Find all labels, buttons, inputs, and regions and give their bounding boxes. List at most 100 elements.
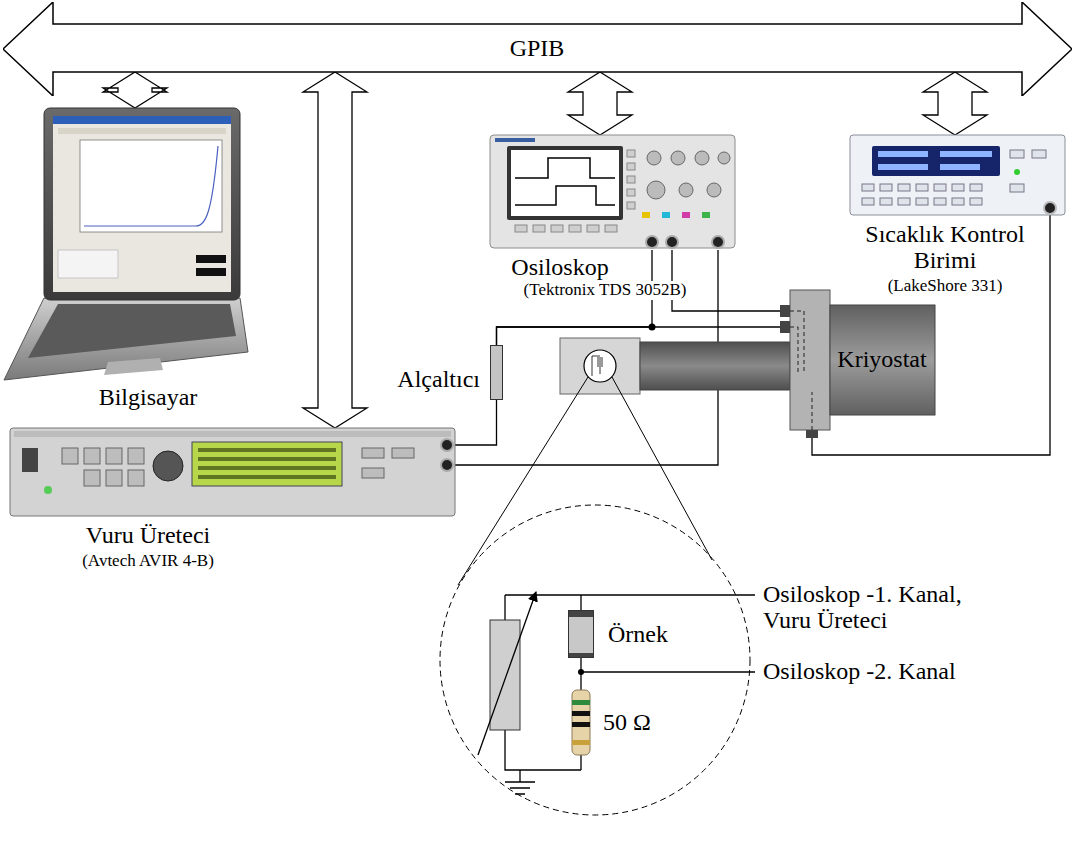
cryostat-illustration-part	[640, 342, 790, 390]
oscilloscope: Osiloskop(Tektronix TDS 3052B)	[490, 135, 735, 250]
measurement-circuit-part	[578, 669, 584, 675]
pulse-generator-illustration-part	[62, 448, 78, 464]
laptop-illustration-part	[53, 116, 231, 292]
cryostat-illustration-part	[812, 392, 813, 430]
temperature-controller-illustration-part	[952, 198, 964, 205]
oscilloscope-illustration	[490, 135, 735, 248]
pulse-generator-illustration-part	[362, 468, 384, 478]
temperature-controller-illustration-part	[940, 164, 980, 170]
temperature-controller-illustration-part	[970, 184, 982, 191]
oscilloscope-illustration-part	[551, 225, 563, 232]
oscilloscope-illustration-part	[587, 225, 599, 232]
cryostat-illustration-part	[592, 356, 600, 376]
oscilloscope-illustration-part	[511, 150, 619, 216]
laptop-illustration-part	[4, 298, 248, 380]
cryostat-illustration-part	[597, 357, 603, 367]
pulse-generator-illustration-part	[44, 486, 52, 494]
cryostat-illustration-part	[560, 338, 640, 394]
temperature-controller-illustration-part	[970, 198, 982, 205]
callout	[440, 377, 750, 815]
cryostat-illustration-part	[584, 350, 616, 382]
laptop-illustration-part	[196, 268, 226, 276]
cryostat-illustration-part	[790, 290, 830, 430]
oscilloscope-illustration-part	[712, 236, 724, 248]
model-label: (Avtech AVIR 4-B)	[79, 552, 217, 571]
cryostat-illustration-part	[830, 305, 935, 415]
oscilloscope-illustration-part	[695, 151, 709, 165]
signal-cable	[455, 400, 497, 445]
pulse-generator-illustration-part	[362, 448, 384, 458]
pulse-generator-illustration-part	[22, 448, 38, 472]
device-label: Alçaltıcı	[394, 366, 483, 392]
oscilloscope-illustration-part	[605, 225, 617, 232]
cryostat-illustration-part	[790, 327, 798, 374]
oscilloscope-illustration-part	[647, 151, 661, 165]
oscilloscope-illustration-part	[515, 225, 527, 232]
temperature-controller-illustration-part	[1010, 184, 1024, 192]
temperature-controller-illustration-part	[1014, 169, 1020, 175]
cryostat-illustration-part	[806, 430, 818, 438]
temperature-controller-illustration-part	[1032, 150, 1046, 158]
callout-part	[612, 377, 712, 560]
laptop-illustration-part	[196, 255, 226, 263]
cryostat-illustration-part	[780, 321, 790, 333]
cryostat-illustration	[560, 290, 935, 438]
callout-part	[440, 505, 750, 815]
pulse-generator-illustration-part	[198, 475, 336, 479]
pulse-generator-illustration-part	[14, 431, 451, 437]
temperature-controller-illustration-part	[898, 198, 910, 205]
temperature-controller-illustration-part	[878, 151, 928, 157]
oscilloscope-illustration-part	[495, 138, 535, 142]
oscilloscope-illustration-part	[569, 225, 581, 232]
model-label: (Tektronix TDS 3052B)	[521, 281, 690, 300]
temperature-controller-illustration-part	[850, 135, 1065, 215]
laptop-illustration	[4, 108, 248, 380]
oscilloscope-illustration-part	[642, 212, 650, 218]
oscilloscope-illustration-part	[682, 212, 690, 218]
computer: Bilgisayar	[5, 108, 245, 380]
oscilloscope-illustration-part	[627, 176, 635, 183]
pulse-generator-illustration	[10, 428, 455, 516]
pulse-generator-illustration-part	[128, 448, 144, 464]
laptop-illustration-part	[58, 128, 226, 134]
pulse-generator-illustration-part	[198, 448, 336, 452]
temperature-controller-illustration-part	[916, 184, 928, 191]
laptop-illustration-part	[84, 146, 218, 226]
pulse-generator-illustration-part	[84, 470, 100, 486]
laptop-illustration-part	[28, 304, 236, 358]
measurement-circuit-part	[572, 690, 590, 755]
temperature-controller-illustration-part	[878, 164, 928, 170]
pulse-generator-illustration-part	[153, 451, 183, 481]
oscilloscope-illustration-part	[702, 212, 710, 218]
oscilloscope-illustration-part	[627, 202, 635, 209]
measurement-circuit-part	[478, 592, 536, 755]
temperature-controller-illustration-part	[1044, 202, 1056, 214]
laptop-illustration-part	[53, 116, 231, 124]
measurement-circuit-part	[505, 595, 755, 794]
temperature-controller-illustration-part	[940, 151, 992, 157]
measurement-circuit-part	[572, 711, 590, 716]
gpib-link	[923, 72, 987, 135]
cryostat: Kriyostat	[790, 290, 935, 430]
oscilloscope-illustration-part	[507, 146, 623, 220]
device-label: Sıcaklık Kontrol Birimi	[847, 221, 1043, 274]
oscilloscope-illustration-part	[490, 135, 735, 248]
oscilloscope-illustration-part	[533, 225, 545, 232]
laptop-illustration-part	[80, 140, 222, 232]
measurement-circuit-part	[490, 620, 520, 730]
oscilloscope-illustration-part	[671, 151, 685, 165]
laptop-illustration-part	[104, 358, 163, 375]
oscilloscope-illustration-part	[666, 236, 678, 248]
measurement-circuit-part	[572, 722, 590, 727]
signal-label: Osiloskop -1. Kanal, Vuru Üreteci	[760, 581, 996, 634]
sample-label: Örnek	[605, 621, 671, 647]
laptop-illustration-part	[58, 250, 118, 278]
pulse-generator-illustration-part	[441, 439, 453, 451]
oscilloscope-illustration-part	[646, 236, 658, 248]
bus-arrow	[3, 2, 1072, 96]
device-label: Vuru Üreteci	[83, 522, 214, 548]
pulse-generator-illustration-part	[192, 442, 342, 486]
oscilloscope-illustration-part	[679, 183, 693, 197]
measurement-circuit-part	[572, 740, 590, 745]
